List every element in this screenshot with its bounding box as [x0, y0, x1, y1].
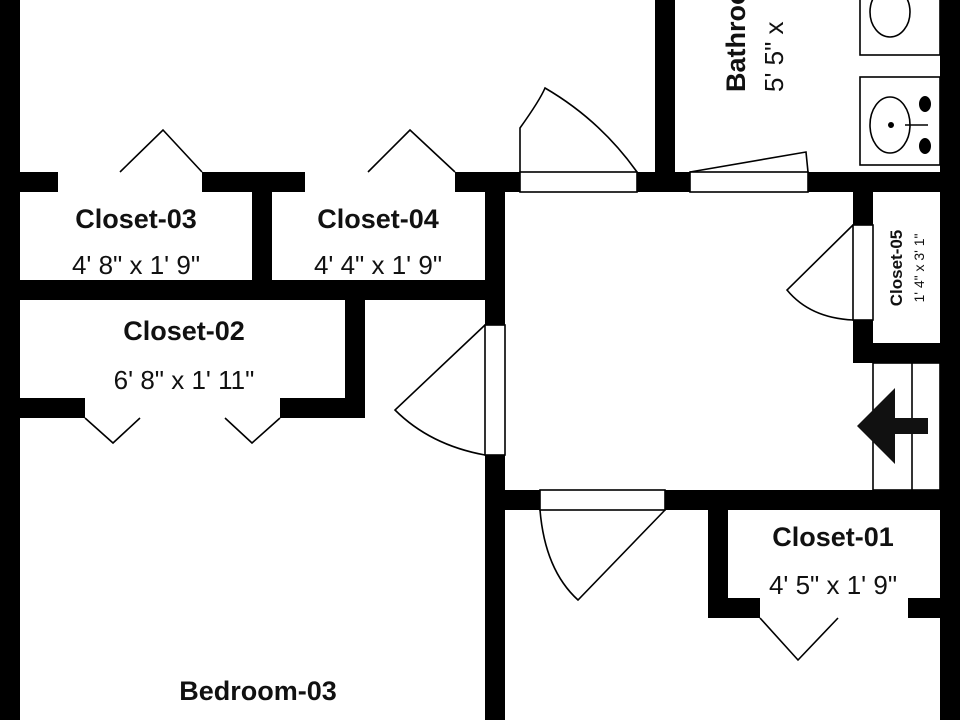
door-frame: [484, 324, 506, 456]
bathroom-name: Bathroom: [721, 0, 751, 92]
door-frame: [519, 171, 638, 193]
wall: [252, 192, 272, 282]
closet-05-name: Closet-05: [887, 230, 906, 307]
wall: [637, 172, 690, 192]
bifold-door: [367, 128, 456, 173]
wall: [708, 598, 760, 618]
closet-03-name: Closet-03: [75, 204, 197, 234]
closet-02-name: Closet-02: [123, 316, 245, 346]
wall: [485, 172, 505, 325]
wall: [0, 280, 505, 300]
wall: [908, 598, 940, 618]
wall: [280, 398, 365, 418]
stair-direction-arrow-icon: [857, 388, 928, 464]
door-frame: [539, 489, 666, 511]
wall: [853, 343, 940, 363]
wall: [485, 490, 540, 510]
wall: [485, 455, 505, 720]
wall: [853, 192, 873, 225]
bifold-door: [119, 128, 203, 173]
room-labels: Bathroom 5' 5" x Closet-03 4' 8" x 1' 9"…: [72, 0, 927, 706]
bedroom-03-name: Bedroom-03: [179, 676, 337, 706]
wall: [665, 490, 940, 510]
door-swing: [393, 324, 486, 456]
door-swing: [689, 151, 809, 173]
bifold-door: [224, 417, 281, 445]
sink-icon: [869, 0, 911, 38]
wall: [202, 172, 305, 192]
right-wall: [940, 0, 960, 720]
door-frame: [852, 224, 874, 321]
left-wall: [0, 0, 20, 720]
closet-02-dims: 6' 8" x 1' 11": [114, 365, 255, 395]
wall: [808, 172, 940, 192]
stairs: [857, 362, 941, 491]
doors: [84, 86, 874, 662]
bathroom-fixtures: [859, 0, 941, 166]
door-swing: [785, 224, 854, 321]
bathroom-dims: 5' 5" x: [759, 21, 789, 92]
door-swing: [519, 86, 638, 173]
door-swing: [539, 509, 666, 602]
door-frame: [689, 171, 809, 193]
closet-01-dims: 4' 5" x 1' 9": [769, 570, 897, 600]
wall: [345, 300, 365, 418]
closet-01-name: Closet-01: [772, 522, 894, 552]
bifold-door: [759, 617, 839, 662]
closet-04-name: Closet-04: [317, 204, 439, 234]
bifold-door: [84, 417, 141, 445]
closet-04-dims: 4' 4" x 1' 9": [314, 250, 442, 280]
closet-05-dims: 1' 4" x 3' 1": [911, 233, 927, 302]
bathroom-left-wall: [655, 0, 675, 190]
wall: [20, 398, 85, 418]
vanity: [859, 0, 941, 56]
wall: [708, 510, 728, 618]
wall: [20, 172, 58, 192]
closet-03-dims: 4' 8" x 1' 9": [72, 250, 200, 280]
